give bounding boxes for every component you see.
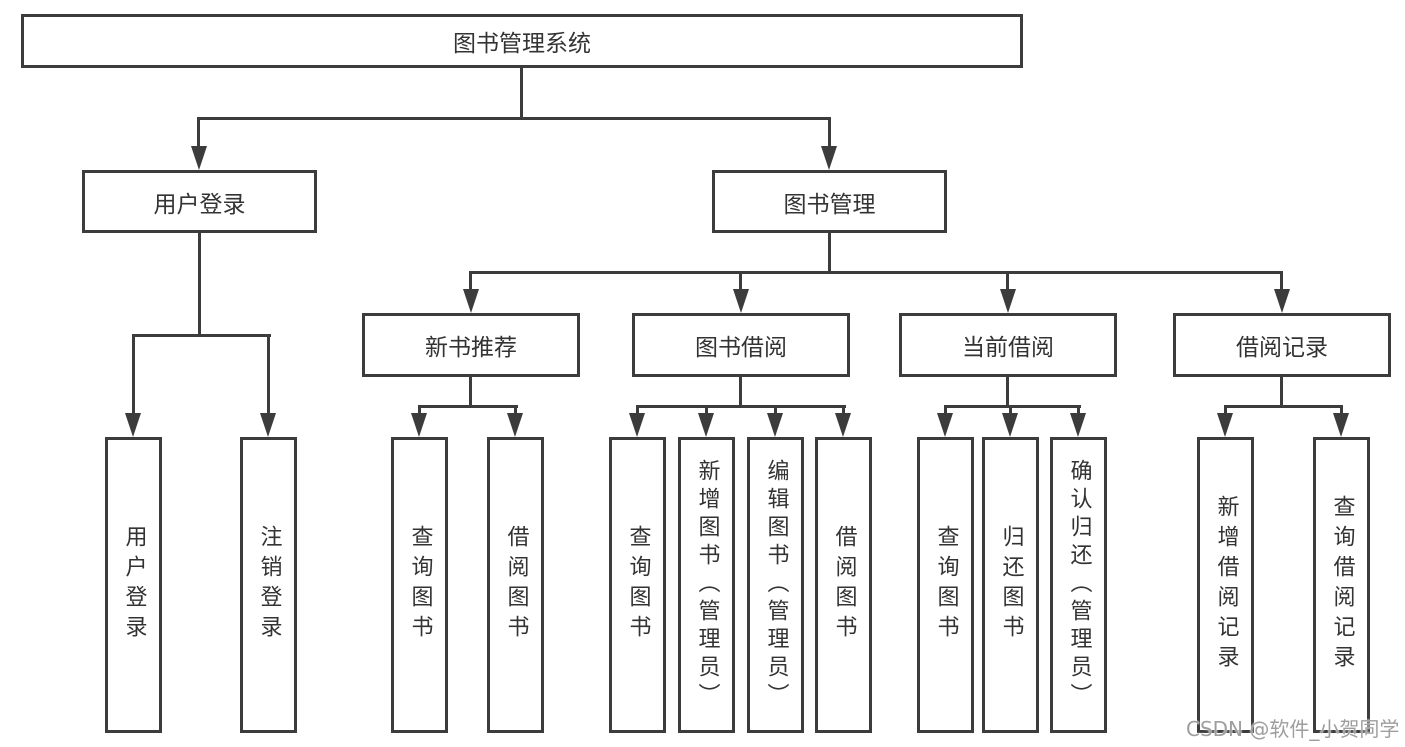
node-root-label: 图书管理系统 xyxy=(453,31,591,57)
arrow-down-icon xyxy=(463,289,479,313)
arrow-down-icon xyxy=(411,413,427,437)
leaf-current-return-book-label: 归还图书 xyxy=(998,525,1024,645)
connector-record-horizontal xyxy=(1224,405,1343,408)
connector-root-horizontal xyxy=(197,117,831,120)
connector-stub xyxy=(636,405,639,415)
leaf-borrow-add-book-label: 新增图书（管理员） xyxy=(694,459,720,711)
leaf-current-confirm-return: 确认归还（管理员） xyxy=(1050,437,1107,733)
connector-login-vertical xyxy=(198,233,201,336)
leaf-record-query: 查询借阅记录 xyxy=(1313,437,1370,733)
leaf-borrow-borrow-book: 借阅图书 xyxy=(815,437,872,733)
leaf-current-return-book: 归还图书 xyxy=(982,437,1039,733)
connector-stub xyxy=(842,405,845,415)
arrow-down-icon xyxy=(1274,289,1290,313)
node-current-borrow: 当前借阅 xyxy=(899,313,1117,377)
node-book-borrow: 图书借阅 xyxy=(632,313,850,377)
connector-stub xyxy=(1077,405,1080,415)
connector-stub xyxy=(418,405,421,415)
connector-stub xyxy=(1009,405,1012,415)
connector-stub xyxy=(1340,405,1343,415)
connector-recommend-horizontal xyxy=(418,405,518,408)
arrow-down-icon xyxy=(629,413,645,437)
arrow-down-icon xyxy=(698,413,714,437)
arrow-down-icon xyxy=(937,413,953,437)
arrow-down-icon xyxy=(191,146,207,170)
node-current-borrow-label: 当前借阅 xyxy=(962,335,1054,361)
connector-stub xyxy=(514,405,517,415)
connector-borrow-stub xyxy=(739,271,742,291)
node-book-management-label: 图书管理 xyxy=(783,191,876,218)
arrow-down-icon xyxy=(1002,413,1018,437)
connector-recommend-stub xyxy=(469,271,472,291)
leaf-user-login-label: 用户登录 xyxy=(121,525,147,645)
leaf-logout-label: 注销登录 xyxy=(256,525,282,645)
leaf-current-query-book-label: 查询图书 xyxy=(933,525,959,645)
connector-borrow-vertical xyxy=(739,377,742,407)
connector-user-login-stub xyxy=(197,117,200,147)
arrow-down-icon xyxy=(260,413,276,437)
connector-login-leaf1-stub xyxy=(132,334,135,414)
leaf-record-add: 新增借阅记录 xyxy=(1197,437,1254,733)
node-user-login: 用户登录 xyxy=(82,170,317,233)
leaf-borrow-borrow-book-label: 借阅图书 xyxy=(831,525,857,645)
connector-current-stub xyxy=(1006,271,1009,291)
leaf-borrow-edit-book-label: 编辑图书（管理员） xyxy=(763,459,789,711)
connector-recommend-vertical xyxy=(469,377,472,407)
connector-borrow-horizontal xyxy=(636,405,846,408)
connector-management-vertical xyxy=(828,233,831,273)
connector-stub xyxy=(1224,405,1227,415)
leaf-borrow-query-book-label: 查询图书 xyxy=(625,525,651,645)
node-borrow-record-label: 借阅记录 xyxy=(1236,335,1328,361)
leaf-record-query-label: 查询借阅记录 xyxy=(1329,495,1355,675)
node-new-book-recommend-label: 新书推荐 xyxy=(425,335,517,361)
connector-stub xyxy=(944,405,947,415)
connector-record-stub xyxy=(1280,271,1283,291)
arrow-down-icon xyxy=(1000,289,1016,313)
leaf-borrow-edit-book: 编辑图书（管理员） xyxy=(747,437,804,733)
node-book-borrow-label: 图书借阅 xyxy=(695,335,787,361)
leaf-user-login: 用户登录 xyxy=(105,437,162,733)
node-root: 图书管理系统 xyxy=(21,14,1023,68)
arrow-down-icon xyxy=(1217,413,1233,437)
connector-login-horizontal xyxy=(132,334,271,337)
connector-record-vertical xyxy=(1280,377,1283,407)
arrow-down-icon xyxy=(733,289,749,313)
arrow-down-icon xyxy=(507,413,523,437)
connector-current-horizontal xyxy=(944,405,1081,408)
leaf-current-query-book: 查询图书 xyxy=(917,437,974,733)
leaf-logout: 注销登录 xyxy=(240,437,297,733)
leaf-recommend-query-book-label: 查询图书 xyxy=(407,525,433,645)
arrow-down-icon xyxy=(1070,413,1086,437)
leaf-borrow-query-book: 查询图书 xyxy=(609,437,666,733)
leaf-recommend-borrow-book-label: 借阅图书 xyxy=(503,525,529,645)
leaf-borrow-add-book: 新增图书（管理员） xyxy=(678,437,735,733)
node-book-management: 图书管理 xyxy=(712,170,947,233)
connector-stub xyxy=(774,405,777,415)
watermark: CSDN @软件_小贺同学 xyxy=(1186,717,1400,741)
connector-stub xyxy=(705,405,708,415)
arrow-down-icon xyxy=(1333,413,1349,437)
connector-book-management-stub xyxy=(828,117,831,147)
arrow-down-icon xyxy=(821,146,837,170)
connector-login-leaf2-stub xyxy=(267,334,270,414)
connector-current-vertical xyxy=(1006,377,1009,407)
node-user-login-label: 用户登录 xyxy=(153,191,246,218)
leaf-recommend-query-book: 查询图书 xyxy=(391,437,448,733)
leaf-current-confirm-return-label: 确认归还（管理员） xyxy=(1066,459,1092,711)
arrow-down-icon xyxy=(767,413,783,437)
arrow-down-icon xyxy=(835,413,851,437)
connector-root-vertical xyxy=(520,67,523,119)
leaf-record-add-label: 新增借阅记录 xyxy=(1213,495,1239,675)
connector-management-horizontal xyxy=(469,271,1283,274)
node-borrow-record: 借阅记录 xyxy=(1173,313,1391,377)
leaf-recommend-borrow-book: 借阅图书 xyxy=(487,437,544,733)
arrow-down-icon xyxy=(125,413,141,437)
node-new-book-recommend: 新书推荐 xyxy=(362,313,580,377)
